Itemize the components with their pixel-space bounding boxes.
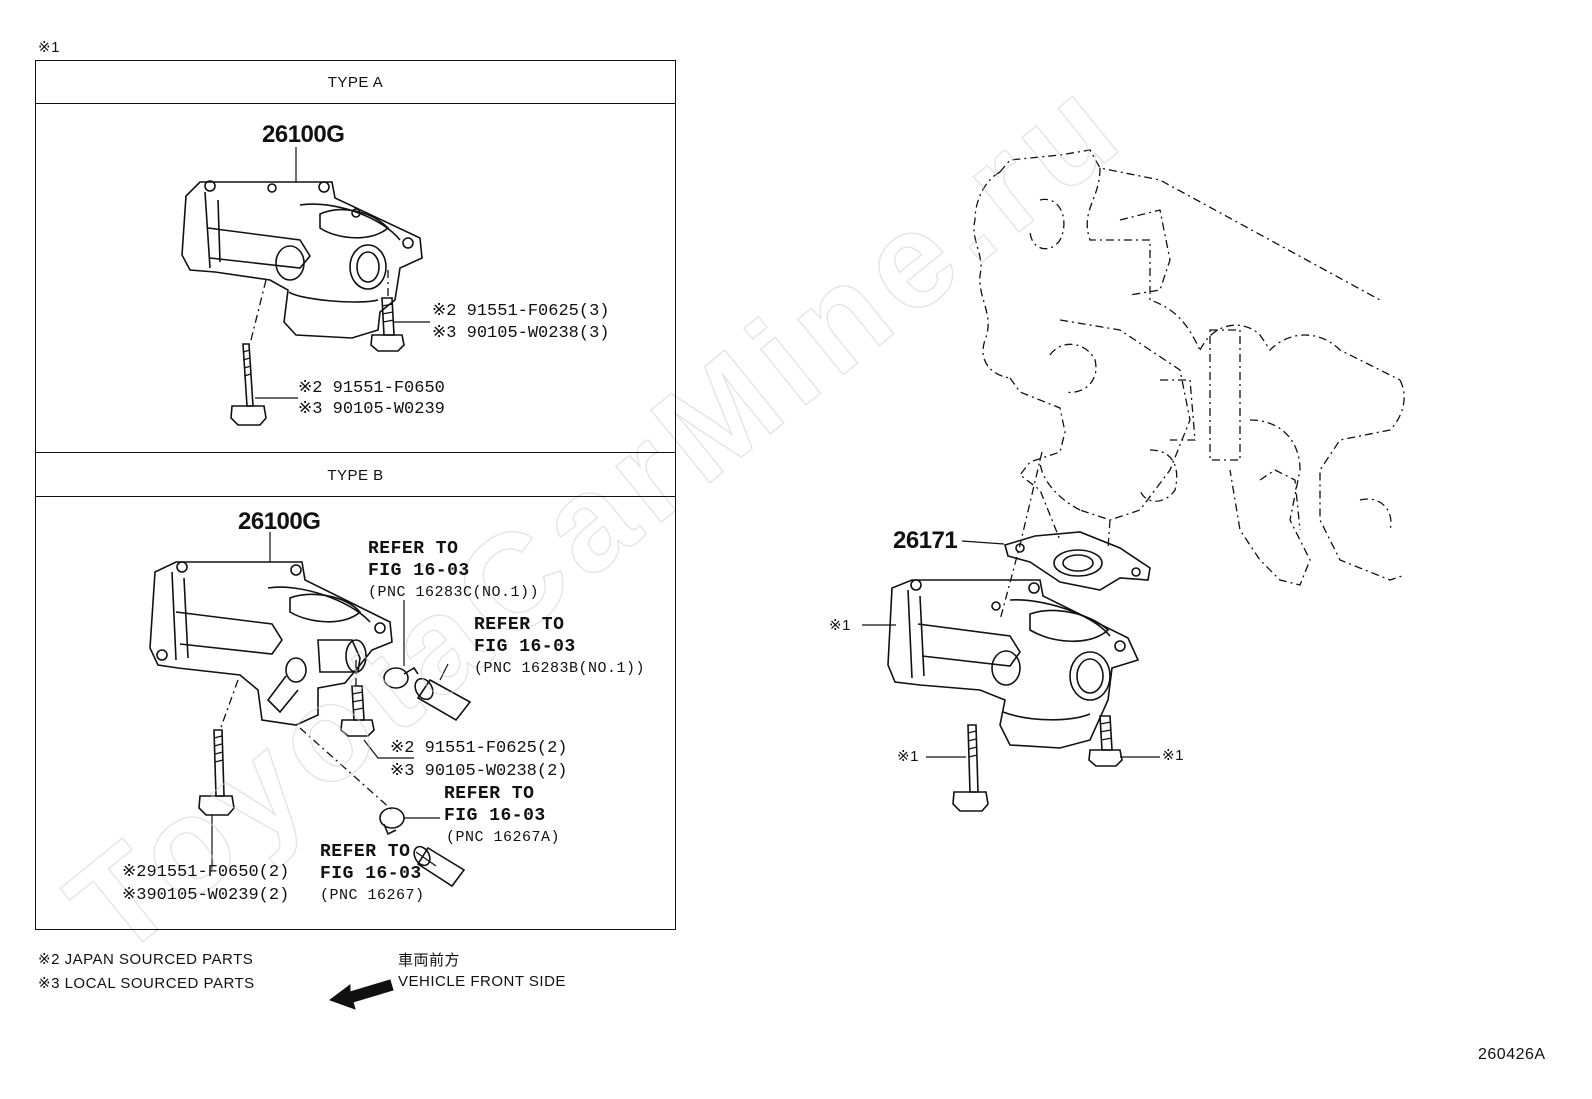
type-b-ref-clamp-line1: REFER TO bbox=[368, 539, 459, 559]
type-a-bolt-short bbox=[370, 297, 405, 352]
vehicle-front-label-jp: 車両前方 bbox=[398, 952, 461, 969]
type-b-hose-upper bbox=[414, 677, 472, 722]
type-a-bolt-long-japan: ※2 91551-F0650 bbox=[298, 379, 445, 398]
vehicle-front-label-en: VEHICLE FRONT SIDE bbox=[398, 973, 566, 990]
type-b-ref-clamp-line3: (PNC 16283C(NO.1)) bbox=[368, 584, 540, 601]
type-b-ref-hose2-line3: (PNC 16267) bbox=[320, 887, 425, 904]
type-a-bolt-short-local: ※3 90105-W0238(3) bbox=[432, 324, 610, 343]
type-b-part-number: 26100G bbox=[238, 508, 321, 535]
type-a-title: TYPE A bbox=[327, 74, 384, 91]
type-b-hose-lower bbox=[413, 845, 466, 888]
figure-id: 260426A bbox=[1478, 1046, 1546, 1063]
type-b-ref-clamp-line2: FIG 16-03 bbox=[368, 561, 470, 581]
engine-bolt-left-mark: ※1 bbox=[897, 748, 919, 765]
legend-japan-sourced: ※2 JAPAN SOURCED PARTS bbox=[38, 951, 254, 968]
type-b-ref-hose-line2: FIG 16-03 bbox=[474, 637, 576, 657]
type-b-bolt-long-japan: ※291551-F0650(2) bbox=[122, 863, 290, 882]
type-b-ref-hose2-line2: FIG 16-03 bbox=[320, 864, 422, 884]
type-b-bolt-short-japan: ※2 91551-F0625(2) bbox=[390, 739, 568, 758]
engine-bolt-long bbox=[952, 724, 989, 812]
vehicle-front-arrow bbox=[328, 979, 394, 1010]
type-b-ref-hose2-line1: REFER TO bbox=[320, 842, 411, 862]
gasket-26171 bbox=[1004, 531, 1151, 591]
type-b-title: TYPE B bbox=[327, 467, 384, 484]
type-b-ref-clamp2-line3: (PNC 16267A) bbox=[446, 829, 561, 846]
type-b-hose-clamp-upper bbox=[383, 666, 419, 689]
type-b-bolt-short bbox=[340, 685, 375, 737]
type-a-bolt-long-local: ※3 90105-W0239 bbox=[298, 400, 445, 419]
legend-local-sourced: ※3 LOCAL SOURCED PARTS bbox=[38, 975, 255, 992]
engine-block-outline bbox=[973, 149, 1406, 586]
engine-assembly-mark: ※1 bbox=[829, 617, 851, 634]
type-b-ref-clamp2-line1: REFER TO bbox=[444, 784, 535, 804]
engine-bolt-right-mark: ※1 bbox=[1162, 747, 1184, 764]
type-a-part-number: 26100G bbox=[262, 121, 345, 148]
type-b-ref-hose-line3: (PNC 16283B(NO.1)) bbox=[474, 660, 646, 677]
assembly-reference-mark: ※1 bbox=[38, 39, 60, 56]
type-a-water-outlet-housing bbox=[181, 180, 423, 339]
engine-water-outlet-housing bbox=[887, 579, 1140, 749]
type-b-ref-clamp2-line2: FIG 16-03 bbox=[444, 806, 546, 826]
type-b-ref-hose-line1: REFER TO bbox=[474, 615, 565, 635]
type-b-water-outlet-housing bbox=[149, 561, 393, 726]
parts-frame: TYPE A TYPE B bbox=[35, 60, 676, 930]
type-b-bolt-long-local: ※390105-W0239(2) bbox=[122, 886, 290, 905]
type-a-bolt-long bbox=[230, 343, 267, 426]
type-b-bolt-short-local: ※3 90105-W0238(2) bbox=[390, 762, 568, 781]
gasket-part-number: 26171 bbox=[893, 527, 958, 554]
engine-bolt-short bbox=[1088, 715, 1123, 767]
type-b-bolt-long bbox=[198, 729, 235, 816]
type-a-bolt-short-japan: ※2 91551-F0625(3) bbox=[432, 302, 610, 321]
